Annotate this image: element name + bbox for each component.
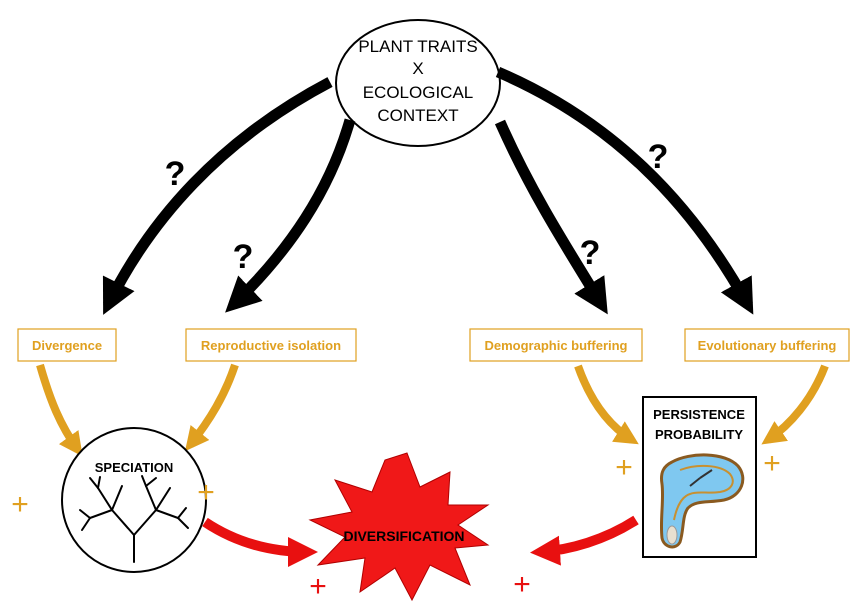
- node-line-1: PLANT TRAITS: [358, 37, 477, 56]
- persistence-label-2: PROBABILITY: [655, 427, 743, 442]
- divergence-label: Divergence: [32, 338, 102, 353]
- evolutionary-buffering-label: Evolutionary buffering: [698, 338, 837, 353]
- plus-diversification-left: +: [309, 570, 327, 603]
- speciation-node: SPECIATION: [61, 427, 207, 573]
- phylogenetic-tree-icon: [79, 475, 189, 563]
- speciation-label: SPECIATION: [95, 460, 174, 475]
- plus-speciation-right: +: [197, 476, 215, 509]
- question-mark-4: ?: [648, 138, 669, 176]
- arrow-to-reproductive-isolation: [225, 118, 356, 313]
- question-mark-3: ?: [580, 234, 601, 272]
- diversification-burst: DIVERSIFICATION: [308, 452, 490, 602]
- mechanism-arrows: [36, 363, 829, 457]
- arrow-speciation-to-diversification: [202, 517, 318, 567]
- arrow-isolation-to-speciation: [185, 363, 239, 452]
- mechanism-reproductive-isolation: Reproductive isolation: [185, 328, 357, 362]
- diversification-label: DIVERSIFICATION: [343, 528, 464, 544]
- plus-persistence-left: +: [615, 451, 633, 484]
- arrow-demographic-to-persistence: [574, 364, 639, 445]
- arrow-evolutionary-to-persistence: [761, 364, 829, 445]
- influence-arrows: [102, 66, 754, 315]
- plant-traits-node: PLANT TRAITS X ECOLOGICAL CONTEXT: [335, 19, 501, 147]
- node-line-2: X: [412, 59, 423, 78]
- melting-clock-icon: [659, 453, 745, 549]
- arrow-to-divergence: [102, 77, 333, 315]
- question-mark-1: ?: [165, 155, 186, 193]
- arrow-to-evolutionary-buffering: [495, 66, 754, 315]
- plus-diversification-right: +: [513, 568, 531, 601]
- demographic-buffering-label: Demographic buffering: [484, 338, 627, 353]
- mechanism-divergence: Divergence: [17, 328, 117, 362]
- mechanism-evolutionary-buffering: Evolutionary buffering: [684, 328, 850, 362]
- persistence-node: PERSISTENCE PROBABILITY: [642, 396, 757, 558]
- node-line-3: ECOLOGICAL: [363, 83, 474, 102]
- node-line-4: CONTEXT: [377, 106, 458, 125]
- question-mark-2: ?: [233, 238, 254, 276]
- plus-speciation-left: +: [11, 488, 29, 521]
- plus-persistence-right: +: [763, 447, 781, 480]
- persistence-label-1: PERSISTENCE: [653, 407, 745, 422]
- arrow-persistence-to-diversification: [530, 515, 639, 566]
- effect-arrows: [202, 515, 639, 567]
- mechanism-demographic-buffering: Demographic buffering: [469, 328, 643, 362]
- arrow-divergence-to-speciation: [36, 363, 83, 457]
- arrow-to-demographic-buffering: [494, 119, 608, 315]
- reproductive-isolation-label: Reproductive isolation: [201, 338, 341, 353]
